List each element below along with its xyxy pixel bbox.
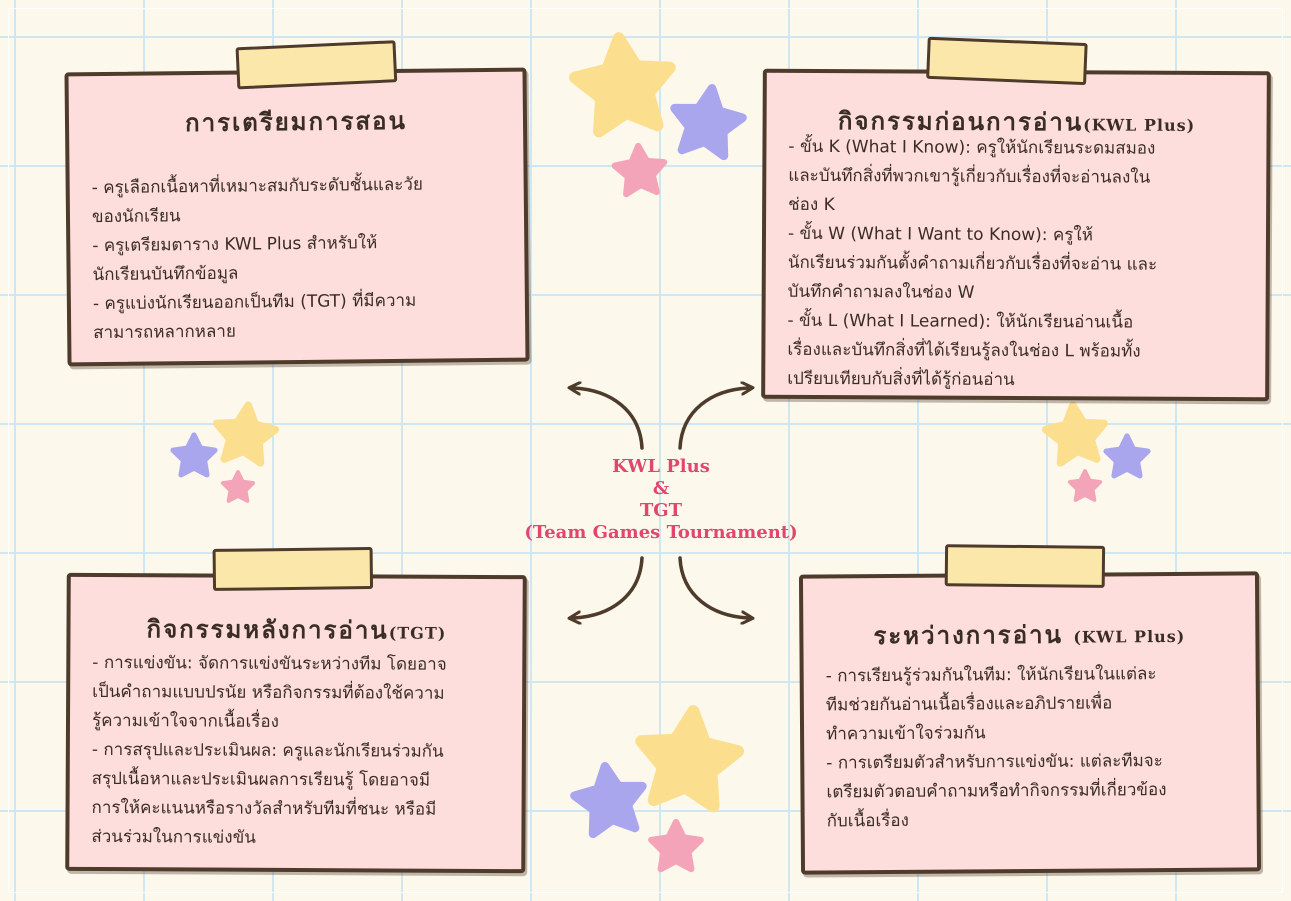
tape-decoration: [944, 544, 1106, 588]
center-title-line: KWL Plus: [612, 456, 710, 477]
star-icon: [173, 435, 215, 475]
center-title-line: TGT: [639, 500, 683, 521]
pre-reading-card: กิจกรรมก่อนการอ่าน(KWL Plus) - ขั้น K (W…: [761, 36, 1271, 402]
card-body: - การแข่งขัน: จัดการแข่งขันระหว่างทีม โด…: [91, 649, 446, 854]
card-line: ของนักเรียน: [91, 206, 181, 228]
star-icon: [669, 84, 746, 158]
center-title: KWL Plus & TGT (Team Games Tournament): [486, 456, 836, 544]
center-title-line: (Team Games Tournament): [524, 522, 798, 543]
tape-decoration: [926, 36, 1088, 86]
card-title: ระหว่างการอ่าน (KWL Plus): [873, 620, 1186, 651]
card-line: - การเตรียมตัวสำหรับการแข่งขัน: แต่ละทีม…: [826, 751, 1163, 774]
card-line: - ขั้น L (What I Learned): ให้นักเรียนอ่…: [787, 310, 1134, 333]
card-line: นักเรียนร่วมกันตั้งคำถามเกี่ยวกับเรื่องท…: [787, 252, 1158, 275]
card-line: - ครูเตรียมตาราง KWL Plus สำหรับให้: [92, 233, 378, 257]
card-body: - ขั้น K (What I Know): ครูให้นักเรียนระ…: [787, 133, 1158, 396]
card-title: การเตรียมการสอน: [184, 106, 408, 138]
card-title-tag: (KWL Plus): [1083, 115, 1196, 135]
star-icon: [651, 822, 701, 869]
card-line: นักเรียนบันทึกข้อมูล: [92, 263, 239, 286]
card-line: การให้คะแนนหรือรางวัลสำหรับทีมที่ชนะ หรื…: [91, 797, 437, 820]
card-line: บันทึกคำถามลงในช่อง W: [787, 281, 975, 303]
card-line: ทีมช่วยกันอ่านเนื้อเรื่องและอภิปรายเพื่อ: [825, 693, 1113, 716]
tape-decoration: [235, 40, 398, 90]
star-icon: [220, 470, 256, 503]
preparation-card: การเตรียมการสอน - ครูเลือกเนื้อหาที่เหมา…: [64, 40, 530, 367]
card-line: - ครูเลือกเนื้อหาที่เหมาะสมกับระดับชั้นแ…: [91, 174, 423, 199]
tape-decoration: [212, 547, 374, 591]
during-reading-card: ระหว่างการอ่าน (KWL Plus) - การเรียนรู้ร…: [798, 544, 1262, 875]
curved-arrow-icon: [574, 556, 644, 618]
card-line: - การเรียนรู้ร่วมกันในทีม: ให้นักเรียนใน…: [825, 664, 1157, 687]
center-title-line: &: [652, 478, 670, 499]
card-line: - ขั้น K (What I Know): ครูให้นักเรียนระ…: [788, 136, 1156, 159]
card-body: - การเรียนรู้ร่วมกันในทีม: ให้นักเรียนใน…: [826, 660, 1167, 836]
star-icon: [571, 33, 675, 133]
page-frame: [8, 8, 1283, 893]
card-line: สามารถหลากหลาย: [93, 321, 237, 344]
card-line: - ขั้น W (What I Want to Know): ครูให้: [787, 223, 1094, 246]
card-line: เรื่องและบันทึกสิ่งที่ได้เรียนรู้ลงในช่อ…: [787, 339, 1141, 362]
curved-arrow-icon: [678, 388, 748, 450]
card-line: เตรียมตัวตอบคำถามหรือทำกิจกรรมที่เกี่ยวข…: [826, 780, 1167, 803]
star-icon: [571, 762, 648, 836]
card-line: ทำความเข้าใจร่วมกัน: [826, 723, 986, 745]
card-line: ช่อง K: [788, 194, 835, 216]
star-icon: [635, 706, 741, 808]
card-line: - ครูแบ่งนักเรียนออกเป็นทีม (TGT) ที่มีค…: [92, 290, 417, 315]
card-title-tag: (TGT): [388, 623, 447, 643]
card-line: และบันทึกสิ่งที่พวกเขารู้เกี่ยวกับเรื่อง…: [788, 165, 1151, 188]
post-reading-card: กิจกรรมหลังการอ่าน(TGT) - การแข่งขัน: จั…: [65, 547, 527, 874]
star-icon: [613, 144, 666, 194]
star-icon: [1067, 469, 1103, 502]
card-line: กับเนื้อเรื่อง: [826, 810, 909, 832]
star-icon: [1106, 436, 1148, 476]
card-line: - การแข่งขัน: จัดการแข่งขันระหว่างทีม โด…: [92, 652, 447, 675]
card-line: สรุปเนื้อหาและประเมินผลการเรียนรู้ โดยอา…: [91, 768, 431, 791]
card-line: เปรียบเทียบกับสิ่งที่ได้รู้ก่อนอ่าน: [787, 368, 1015, 390]
curved-arrow-icon: [678, 556, 748, 618]
star-icon: [1043, 402, 1108, 464]
card-line: ส่วนร่วมในการแข่งขัน: [91, 826, 256, 848]
curved-arrow-icon: [574, 388, 644, 450]
card-title-tag: (KWL Plus): [1073, 626, 1186, 647]
card-line: - การสรุปและประเมินผล: ครูและนักเรียนร่ว…: [91, 739, 444, 762]
star-icon: [213, 402, 278, 464]
card-line: เป็นคำถามแบบปรนัย หรือกิจกรรมที่ต้องใช้ค…: [92, 681, 445, 704]
card-title: กิจกรรมหลังการอ่าน(TGT): [146, 615, 447, 645]
card-line: รู้ความเข้าใจจากเนื้อเรื่อง: [91, 710, 279, 732]
card-body: - ครูเลือกเนื้อหาที่เหมาะสมกับระดับชั้นแ…: [92, 171, 425, 348]
